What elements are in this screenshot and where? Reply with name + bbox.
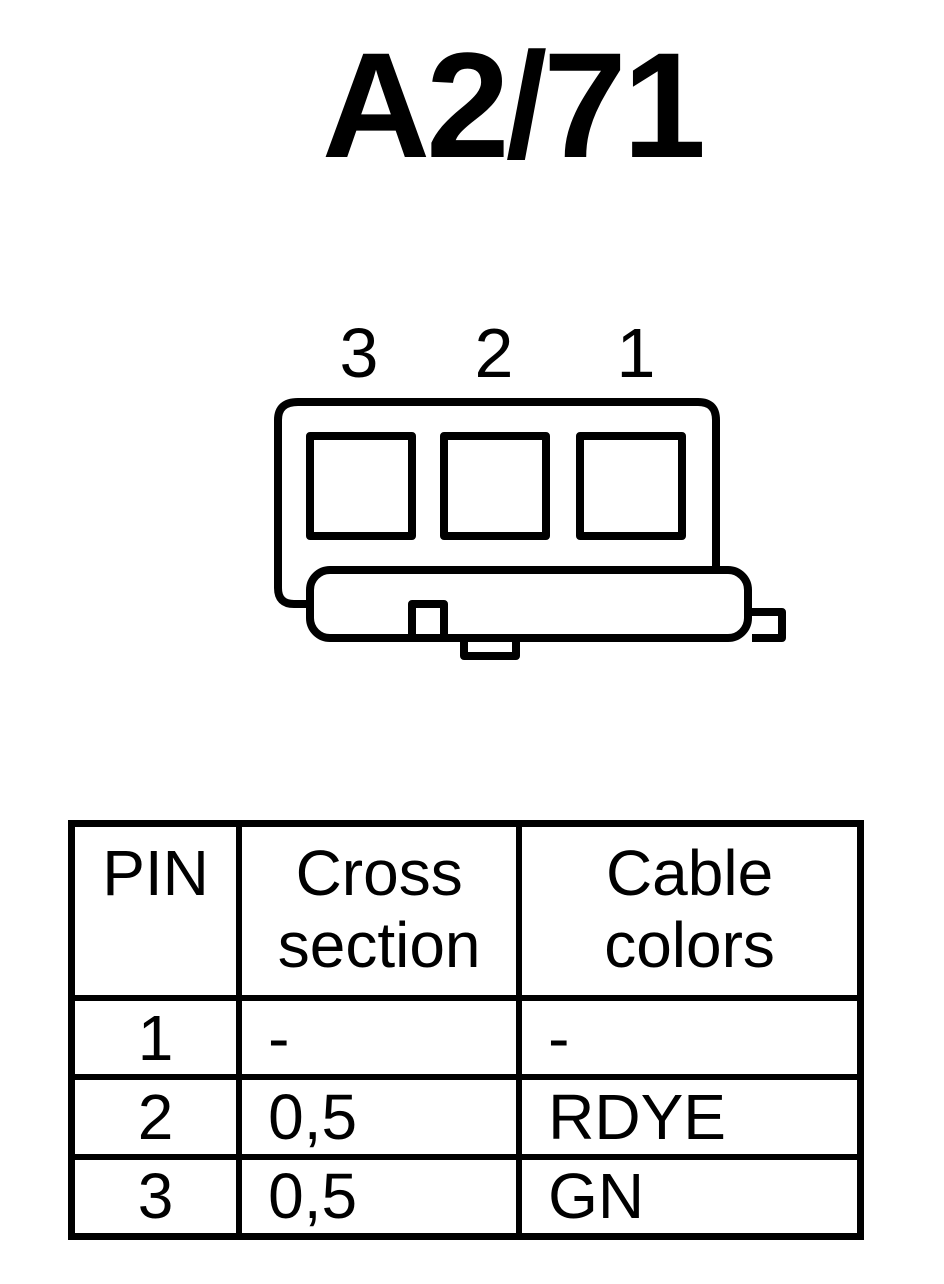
cell-cross-section: 0,5: [236, 1153, 523, 1240]
table-row: 2 0,5 RDYE: [68, 1074, 864, 1160]
header-cross-section: Cross section: [236, 820, 523, 1002]
cell-cable-color: GN: [516, 1153, 864, 1240]
cell-pin: 1: [68, 995, 243, 1081]
connector-latch-bar: [306, 566, 752, 642]
pin-cavity-2: [440, 432, 550, 540]
cell-cable-color: RDYE: [516, 1074, 864, 1160]
table-row: 1 - -: [68, 995, 864, 1081]
pin-label-3: 3: [339, 314, 379, 392]
cell-pin: 2: [68, 1074, 243, 1160]
header-cable-colors: Cable colors: [516, 820, 864, 1002]
connector-drawing: [274, 398, 786, 660]
pin-label-1: 1: [616, 314, 656, 392]
pin-label-2: 2: [474, 314, 514, 392]
pin-cavity-3: [306, 432, 416, 540]
header-pin: PIN: [68, 820, 243, 1002]
cell-cross-section: -: [236, 995, 523, 1081]
latch-key-bottom: [460, 640, 520, 660]
cell-cable-color: -: [516, 995, 864, 1081]
latch-key-inner: [408, 600, 448, 642]
table-row: 3 0,5 GN: [68, 1153, 864, 1240]
pin-cavity-1: [576, 432, 686, 540]
connector-housing: [274, 398, 720, 608]
pin-assignment-table: PIN Cross section Cable colors 1 - - 2 0…: [68, 820, 864, 1240]
cell-pin: 3: [68, 1153, 243, 1240]
table-header-row: PIN Cross section Cable colors: [68, 820, 864, 1002]
latch-tab-right: [750, 608, 786, 642]
cell-cross-section: 0,5: [236, 1074, 523, 1160]
connector-title: A2/71: [321, 21, 706, 189]
